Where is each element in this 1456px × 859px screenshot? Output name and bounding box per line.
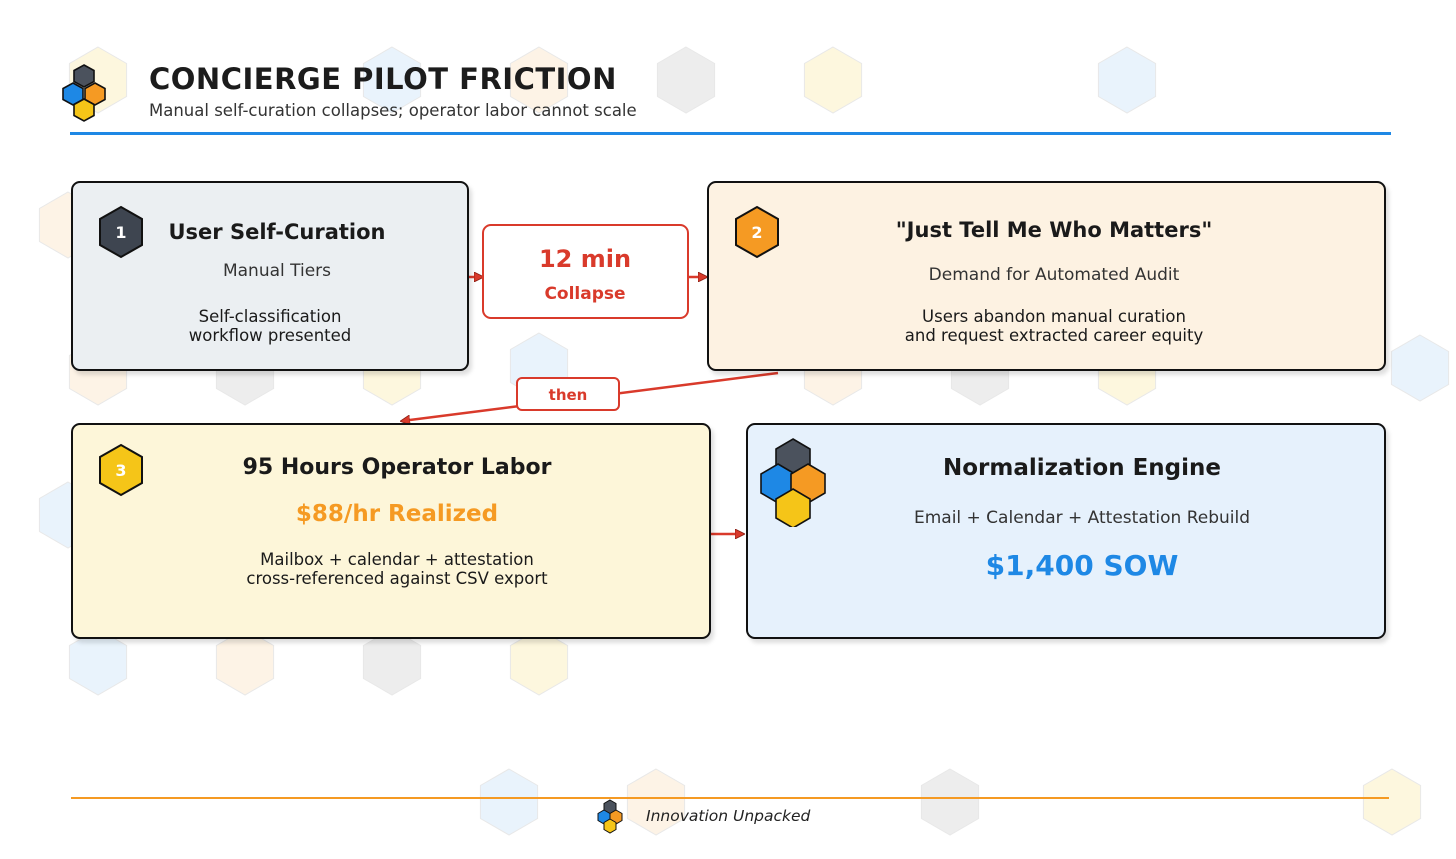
step-body-line2: cross-referenced against CSV export [246,569,548,588]
background-hexagon [626,768,686,836]
step-card-just-tell-me: 2 "Just Tell Me Who Matters" Demand for … [707,181,1386,371]
step-badge-number: 1 [115,223,126,242]
background-hexagon [479,768,539,836]
engine-title: Normalization Engine [942,455,1222,481]
hexagon-logo-icon [597,799,623,834]
step-body-line2: workflow presented [188,326,352,345]
background-hexagon [803,46,863,114]
step-title: 95 Hours Operator Labor [242,455,552,480]
background-hexagon [509,628,569,696]
step-title: "Just Tell Me Who Matters" [895,218,1213,242]
step-card-user-self-curation: 1 User Self-Curation Manual Tiers Self-c… [71,181,469,371]
header-divider [70,132,1391,135]
background-hexagon [215,628,275,696]
step-body-line1: Self-classification [198,307,342,326]
step-title: User Self-Curation [168,220,386,244]
background-hexagon [68,628,128,696]
hexagon-logo-icon [760,438,826,527]
engine-price: $1,400 SOW [985,549,1179,582]
page-title: CONCIERGE PILOT FRICTION [149,62,617,96]
footer-brand: Innovation Unpacked [646,807,811,825]
background-hexagon [1362,768,1422,836]
step-badge-icon: 2 [735,205,779,259]
step-badge-icon: 1 [99,205,143,259]
collapse-value: 12 min [538,245,632,273]
hourly-rate: $88/hr Realized [295,501,499,527]
collapse-callout: 12 min Collapse [482,224,689,319]
background-hexagon [920,768,980,836]
background-hexagon [362,628,422,696]
engine-subtitle: Email + Calendar + Attestation Rebuild [913,508,1251,528]
step-badge-number: 2 [751,223,762,242]
normalization-engine-card: Normalization Engine Email + Calendar + … [746,423,1386,639]
then-label-box: then [516,377,620,411]
then-label: then [548,386,588,404]
background-hexagon [509,46,569,114]
step-subtitle: Demand for Automated Audit [928,265,1180,285]
step-badge-number: 3 [115,461,126,480]
background-hexagon [362,46,422,114]
footer-divider [71,797,1389,799]
step-badge-icon: 3 [99,443,143,497]
page-subtitle: Manual self-curation collapses; operator… [149,101,637,120]
hexagon-logo-icon [62,64,106,122]
step-body-line1: Mailbox + calendar + attestation [260,550,534,569]
step-card-operator-labor: 3 95 Hours Operator Labor $88/hr Realize… [71,423,711,639]
step-body-line2: and request extracted career equity [904,326,1204,345]
background-hexagon [1097,46,1157,114]
step-body-line1: Users abandon manual curation [922,307,1186,326]
collapse-label: Collapse [544,284,626,304]
step-subtitle: Manual Tiers [222,261,332,281]
background-hexagon [656,46,716,114]
background-hexagon [1390,334,1450,402]
